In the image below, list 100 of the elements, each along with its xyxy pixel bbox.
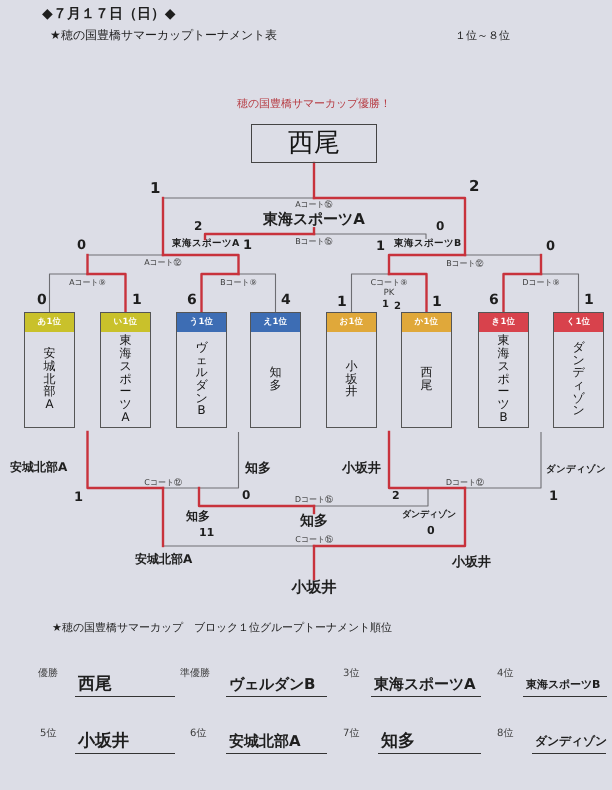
court-label: Aコート⑫ xyxy=(144,258,182,268)
bracket-line xyxy=(163,432,240,489)
score-text: 0 xyxy=(242,489,250,503)
team-name: 東海スポーツA xyxy=(263,211,365,228)
team-name: 知多 xyxy=(268,366,282,392)
bracket-line xyxy=(502,272,542,314)
team-name: 東海スポーツB xyxy=(394,239,462,250)
court-label: Aコート⑮ xyxy=(295,200,333,210)
court-label: Bコート⑨ xyxy=(220,278,257,288)
rank-label: 8位 xyxy=(497,728,514,740)
court-label: Aコート⑨ xyxy=(69,278,106,288)
rank-tag: う1位 xyxy=(177,313,226,332)
court-label: Cコート⑮ xyxy=(295,535,333,544)
score-text: 2 xyxy=(194,220,202,234)
court-label: Dコート⑨ xyxy=(522,278,560,288)
bracket-line xyxy=(314,488,429,507)
score-text: 1 xyxy=(382,299,389,310)
team-card xyxy=(401,312,452,428)
bracket-line xyxy=(86,254,89,276)
score-text: 0 xyxy=(436,220,444,234)
score-text: 0 xyxy=(37,292,47,308)
team-name: 小坂井 xyxy=(452,556,491,571)
team-name: 東海スポーツB xyxy=(496,334,510,424)
team-name: 安城北部A xyxy=(10,461,68,475)
bracket-line xyxy=(163,197,314,199)
fill-in-line: 知多 xyxy=(378,729,481,754)
winner-caption: 穂の国豊橋サマーカップ優勝！ xyxy=(237,98,391,111)
court-label: Bコート⑮ xyxy=(295,237,333,246)
bracket-line xyxy=(388,272,428,314)
score-text: 1 xyxy=(74,491,84,506)
team-name: 知多 xyxy=(245,462,271,477)
rank-label: 7位 xyxy=(343,728,360,740)
team-name: 安城北部A xyxy=(135,553,192,567)
team-name: 知多 xyxy=(300,513,328,530)
score-text: 2 xyxy=(469,178,480,196)
team-card xyxy=(326,312,377,428)
fill-in-line: 東海スポーツA xyxy=(371,672,481,697)
rank-label: 優勝 xyxy=(38,668,58,680)
bracket-line xyxy=(162,486,164,548)
fill-in-line: 安城北部A xyxy=(226,729,327,754)
bracket-line xyxy=(388,430,466,490)
bracket-line xyxy=(465,432,542,489)
court-label: Cコート⑫ xyxy=(144,478,182,488)
team-name: 東海スポーツA xyxy=(118,334,132,424)
score-text: 1 xyxy=(376,240,386,255)
bracket-line xyxy=(86,430,164,490)
fill-in-line: 東海スポーツB xyxy=(523,672,607,697)
team-name: 小坂井 xyxy=(292,579,336,596)
score-text: 6 xyxy=(187,292,197,308)
rank-tag: え1位 xyxy=(251,313,300,332)
page-title: ★穂の国豊橋サマーカップトーナメント表 xyxy=(50,29,277,43)
score-text: 1 xyxy=(584,292,594,308)
bracket-line xyxy=(388,254,466,276)
team-card xyxy=(24,312,75,428)
team-name: 西尾 xyxy=(420,366,434,392)
team-name: 東海スポーツA xyxy=(172,239,240,250)
fill-in-line: ダンディゾン xyxy=(532,729,606,754)
rank-tag: か1位 xyxy=(402,313,451,332)
bracket-line xyxy=(312,196,466,256)
team-name: ダンディゾン xyxy=(546,465,606,476)
bracket-line xyxy=(238,273,276,312)
fill-in-line: 西尾 xyxy=(75,672,175,697)
rank-label: 5位 xyxy=(40,728,56,740)
rank-label: 3位 xyxy=(343,668,360,680)
bracket-line xyxy=(540,254,542,276)
rank-label: 6位 xyxy=(190,728,206,740)
rank-tag: あ1位 xyxy=(25,313,74,332)
score-text: 6 xyxy=(489,292,499,308)
team-card xyxy=(100,312,151,428)
score-text: 11 xyxy=(199,527,214,540)
rank-tag: お1位 xyxy=(327,313,376,332)
score-text: 1 xyxy=(132,292,142,308)
pk-label: PK xyxy=(384,289,394,299)
score-text: 0 xyxy=(77,239,86,254)
score-text: 1 xyxy=(243,239,252,254)
bracket-line xyxy=(88,254,163,256)
score-text: 1 xyxy=(549,490,558,505)
date-heading: ◆７月１７日（日）◆ xyxy=(42,6,176,22)
court-label: Dコート⑫ xyxy=(446,478,484,488)
bracket-line xyxy=(314,233,427,239)
score-text: 0 xyxy=(546,240,556,255)
score-text: 0 xyxy=(427,525,435,538)
bracket-line xyxy=(465,254,541,256)
bracket-line xyxy=(312,544,316,580)
court-label: Dコート⑮ xyxy=(294,495,334,504)
team-name: 小坂井 xyxy=(342,462,381,477)
team-name: ダンディゾン xyxy=(572,340,586,418)
bracket-line xyxy=(162,254,240,276)
rank-tag: い1位 xyxy=(101,313,150,332)
bracket-line xyxy=(312,504,316,514)
team-name: ヴェルダンB xyxy=(194,340,209,418)
team-card xyxy=(250,312,301,428)
team-name: 知多 xyxy=(186,510,210,524)
score-text: 1 xyxy=(432,294,442,310)
bracket-line xyxy=(312,486,466,548)
score-text: 2 xyxy=(394,301,401,312)
bracket-line xyxy=(200,272,240,314)
team-name: 安城北部A xyxy=(42,347,56,411)
score-text: 1 xyxy=(337,294,347,310)
bracket-line xyxy=(48,273,88,312)
